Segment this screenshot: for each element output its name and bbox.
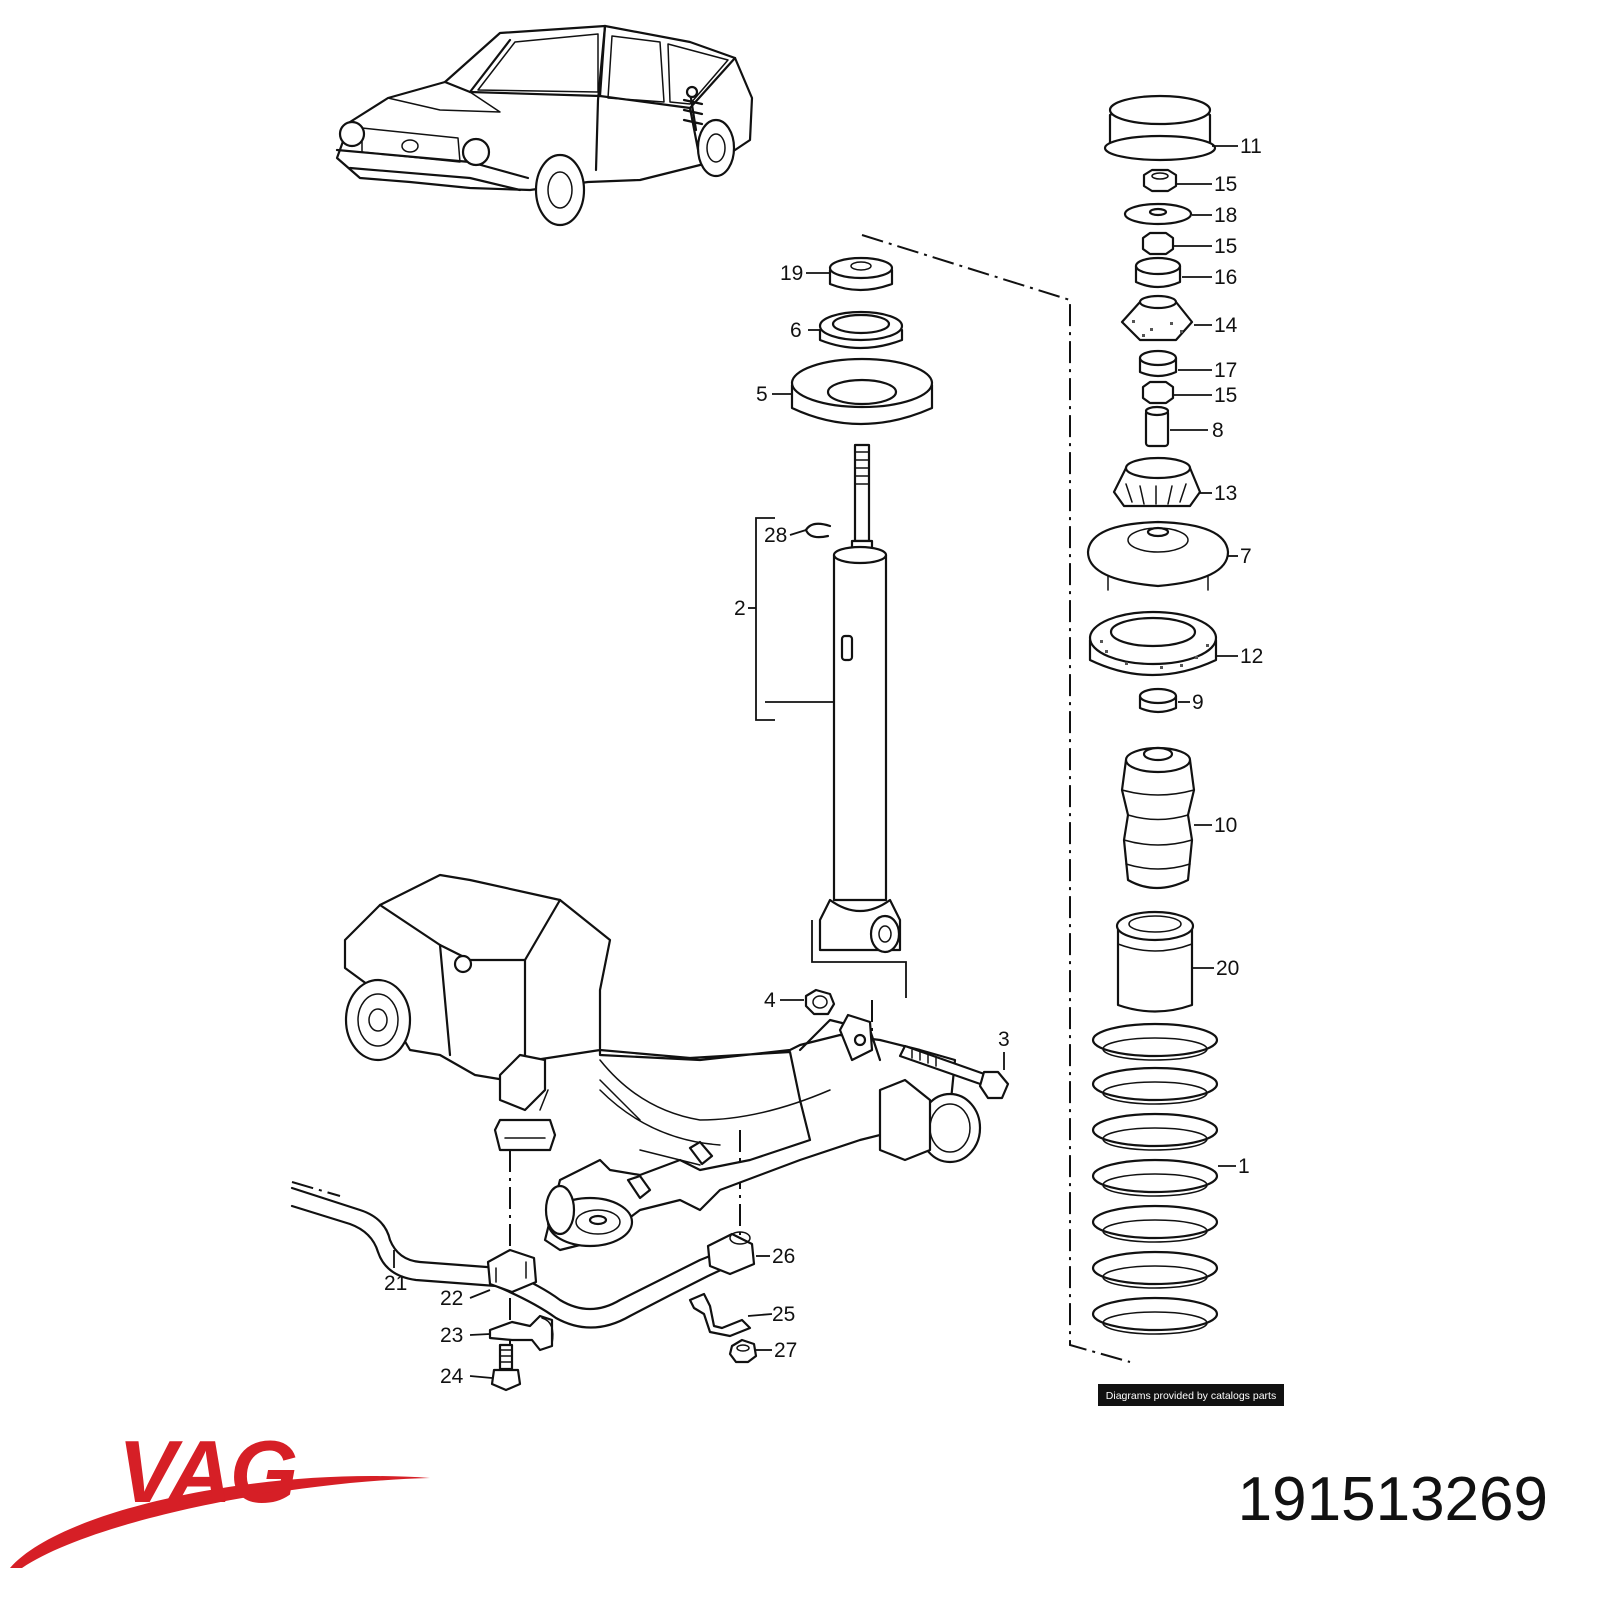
part-24-bolt — [490, 1343, 522, 1392]
credit-badge: Diagrams provided by catalogs parts — [1098, 1384, 1284, 1406]
callout-18: 18 — [1214, 204, 1237, 227]
callout-19: 19 — [780, 262, 803, 285]
logo-swoosh — [10, 1476, 430, 1568]
callout-13: 13 — [1214, 482, 1237, 505]
callout-leaders — [393, 145, 1238, 1379]
part-11-cap — [1103, 94, 1217, 162]
axle-assembly — [343, 873, 982, 1252]
part-20-dust-boot — [1115, 910, 1195, 1013]
part-17-spacer — [1138, 349, 1178, 378]
callout-23: 23 — [440, 1324, 463, 1347]
callout-6: 6 — [790, 319, 802, 342]
callout-10: 10 — [1214, 814, 1237, 837]
part-19-top-nut — [828, 256, 894, 292]
part-1-coil-spring — [1091, 1022, 1219, 1335]
part-15-nut-a — [1142, 168, 1178, 193]
alignment-line-strut — [861, 234, 1131, 1363]
part-9-ring — [1138, 687, 1178, 714]
part-15-nut-c — [1141, 380, 1175, 405]
part-13-bump-mount — [1112, 456, 1202, 508]
car-illustration — [335, 24, 754, 227]
part-15-nut-b — [1141, 231, 1175, 256]
callout-24: 24 — [440, 1365, 464, 1388]
callout-5: 5 — [756, 383, 768, 406]
callout-labels: 11 15 18 15 16 14 17 15 8 13 7 12 9 10 2… — [384, 135, 1263, 1388]
part-22-bushing — [486, 1248, 538, 1294]
callout-14: 14 — [1214, 314, 1238, 337]
part-25-clamp — [688, 1292, 752, 1338]
alignment-line-bar-end — [291, 1181, 341, 1197]
part-26-bushing — [706, 1231, 756, 1276]
callout-1: 1 — [1238, 1155, 1250, 1178]
callout-17: 17 — [1214, 359, 1237, 382]
part-10-bump-stop — [1120, 746, 1196, 890]
callout-22: 22 — [440, 1287, 463, 1310]
part-16-bushing — [1134, 256, 1182, 289]
callout-28: 28 — [764, 524, 787, 547]
callout-9: 9 — [1192, 691, 1204, 714]
part-14-rubber-mount — [1120, 294, 1194, 342]
part-27-nut — [728, 1338, 758, 1364]
part-5-upper-mount — [790, 357, 934, 426]
callout-8: 8 — [1212, 419, 1224, 442]
callout-12: 12 — [1240, 645, 1263, 668]
callout-20: 20 — [1216, 957, 1239, 980]
part-12-spring-pad — [1088, 610, 1218, 677]
part-28-clip — [804, 522, 832, 539]
part-18-washer — [1123, 202, 1193, 226]
callout-27: 27 — [774, 1339, 797, 1362]
callout-3: 3 — [998, 1028, 1010, 1051]
callout-4: 4 — [764, 989, 776, 1012]
callout-2: 2 — [734, 597, 746, 620]
part-6-bearing — [818, 310, 904, 350]
callout-15: 15 — [1214, 384, 1237, 407]
callout-15: 15 — [1214, 173, 1237, 196]
callout-26: 26 — [772, 1245, 795, 1268]
part-2-bracket — [748, 517, 834, 721]
part-23-clamp — [488, 1314, 554, 1352]
callout-25: 25 — [772, 1303, 795, 1326]
part-8-sleeve — [1144, 405, 1170, 448]
callout-7: 7 — [1240, 545, 1252, 568]
callout-21: 21 — [384, 1272, 407, 1295]
callout-16: 16 — [1214, 266, 1237, 289]
part-21-stabilizer-bar — [290, 1186, 744, 1329]
logo-wordmark: VAG — [118, 1422, 296, 1521]
brand-logo: VAG — [10, 1422, 430, 1568]
callout-15: 15 — [1214, 235, 1237, 258]
credit-text: Diagrams provided by catalogs parts — [1106, 1390, 1276, 1402]
callout-11: 11 — [1240, 135, 1262, 158]
part-4-nut — [804, 988, 836, 1016]
part-number: 191513269 — [1238, 1465, 1548, 1534]
part-3-bolt — [898, 1044, 1010, 1100]
part-7-spring-seat — [1086, 520, 1230, 591]
part-2-shock-absorber — [811, 443, 907, 998]
